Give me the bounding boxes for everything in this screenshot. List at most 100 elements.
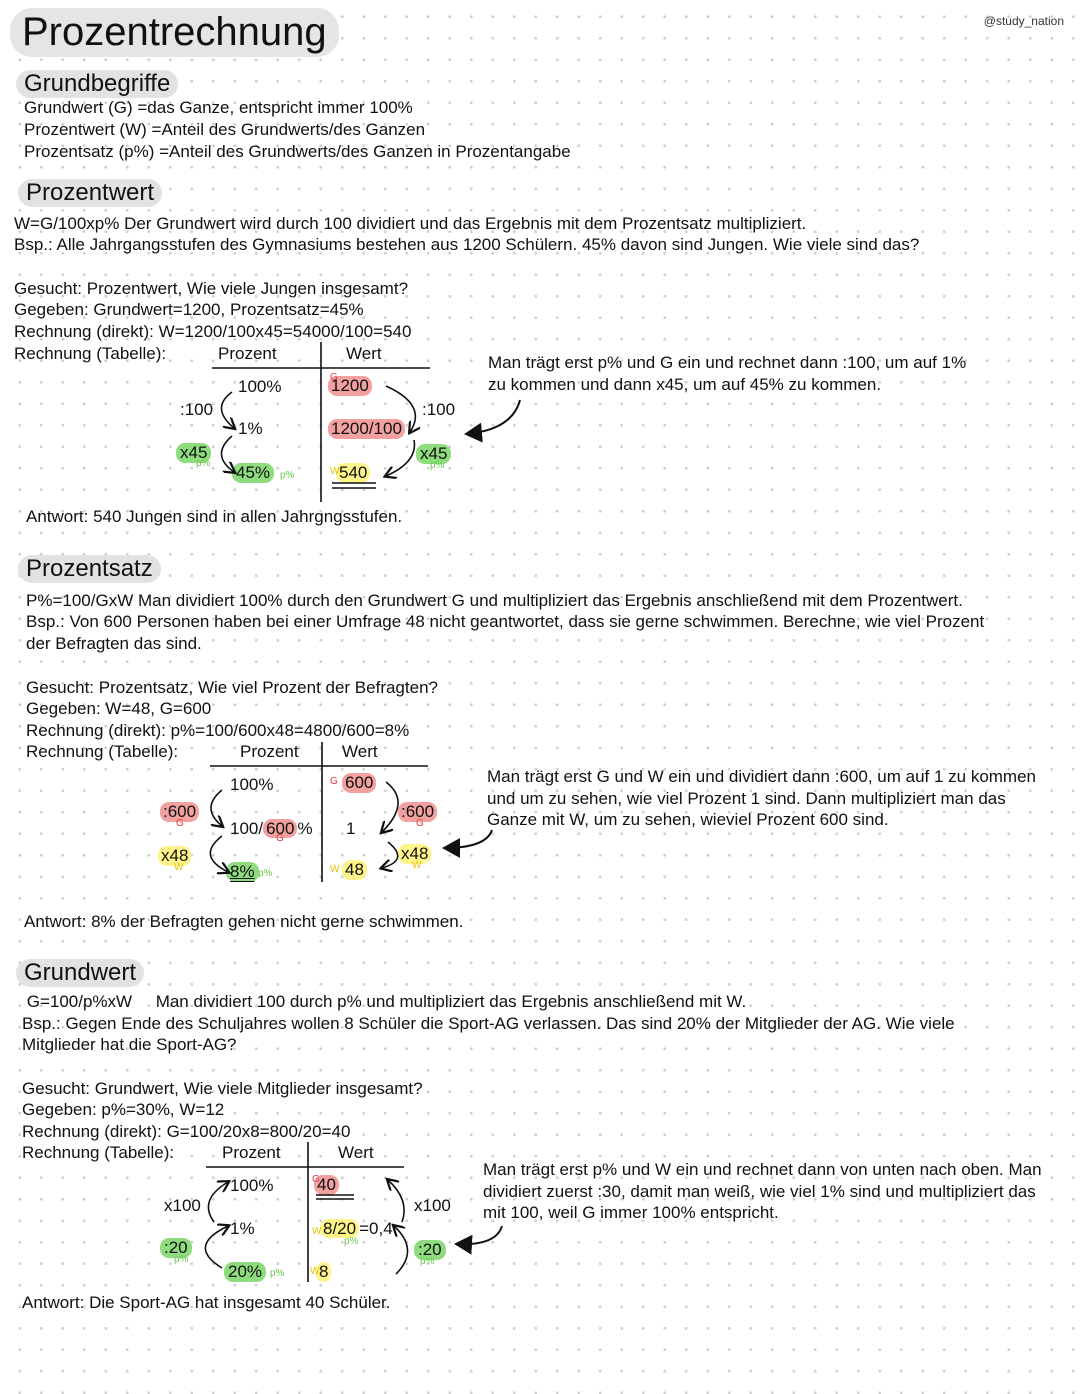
percent-part: % [297,819,313,838]
col-header-prozent: Prozent [218,344,277,363]
table-2-lines [209,742,493,882]
col-header-wert: Wert [346,344,382,363]
table-calc-label: Rechnung (Tabelle): [22,1143,175,1162]
definition-line: Grundwert (G) =das Ganze, entspricht imm… [24,98,413,117]
percent-cell: 100% [238,377,282,396]
p-mark: p% [280,470,295,481]
value-cell: 540 [336,463,371,483]
definition-line: Prozentwert (W) =Anteil des Grundwerts/d… [24,120,426,139]
answer-line: Antwort: Die Sport-AG hat insgesamt 40 S… [22,1293,391,1312]
p-mark: p% [270,1268,285,1279]
gesucht-line: Gesucht: Prozentsatz, Wie viel Prozent d… [26,678,438,697]
col-header-prozent: Prozent [240,742,299,761]
g-mark: G [330,372,338,383]
example-line: Bsp.: Alle Jahrgangsstufen des Gymnasium… [14,235,920,254]
operation-right: :100 [422,400,456,419]
operation-right: x45 [416,444,452,464]
percent-part-g: 600 [263,819,298,838]
operation-left: x100 [164,1196,201,1215]
explanation-note: Man trägt erst p% und W ein und rechnet … [483,1160,1042,1223]
value-cell: 8/20=0,4 [320,1219,393,1239]
gegeben-line: Gegeben: W=48, G=600 [26,699,212,718]
page-title: Prozentrechnung [10,8,339,57]
col-header-prozent: Prozent [222,1143,281,1162]
table-3-lines [204,1142,503,1282]
g-mark: G [312,1174,320,1185]
gegeben-line: Gegeben: Grundwert=1200, Prozentsatz=45% [14,300,364,319]
col-header-wert: Wert [338,1143,374,1162]
p-mark: p% [430,460,445,471]
g-mark: G [416,818,424,829]
formula-line: W=G/100xp% Der Grundwert wird durch 100 … [14,214,807,233]
value-cell: 600 [342,773,377,793]
table-calc-label: Rechnung (Tabelle): [14,344,167,363]
direct-calc-line: Rechnung (direkt): W=1200/100x45=54000/1… [14,322,412,341]
percent-cell: 100% [230,775,274,794]
answer-line: Antwort: 540 Jungen sind in allen Jahrgn… [26,507,403,526]
g-mark: G [276,833,284,844]
operation-left: x48 [158,846,192,866]
gegeben-line: Gegeben: p%=30%, W=12 [22,1100,225,1119]
gesucht-line: Gesucht: Prozentwert, Wie viele Jungen i… [14,279,409,298]
example-line: Mitglieder hat die Sport-AG? [22,1035,237,1054]
definition-line: Prozentsatz (p%) =Anteil des Grundwerts/… [24,142,571,161]
value-cell: 1200/100 [328,419,405,439]
w-mark: W [330,864,340,875]
value-part: 8/20 [320,1219,360,1238]
value-part: =0,4 [359,1219,393,1238]
percent-part: 100/ [230,819,264,838]
value-cell: 40 [314,1175,339,1195]
p-mark: p% [258,868,273,879]
p-mark: p% [196,458,211,469]
percent-cell: 100% [230,1176,274,1195]
explanation-note: Man trägt erst G und W ein und dividiert… [487,767,1037,830]
section-heading-grundwert: Grundwert [16,959,145,987]
operation-right: :600 [398,802,438,822]
direct-calc-line: Rechnung (direkt): G=100/20x8=800/20=40 [22,1122,351,1141]
percent-cell: 8% [226,862,259,882]
percent-cell: 20% [224,1262,267,1282]
formula-line: G=100/p%xW Man dividiert 100 durch p% un… [22,992,747,1011]
author-handle: @study_nation [983,14,1064,28]
gesucht-line: Gesucht: Grundwert, Wie viele Mitglieder… [22,1079,423,1098]
percent-cell: 45% [232,463,275,483]
value-cell: 1 [346,819,356,838]
section-heading-prozentwert: Prozentwert [18,179,163,207]
value-cell: 8 [316,1262,332,1282]
direct-calc-line: Rechnung (direkt): p%=100/600x48=4800/60… [26,721,410,740]
p-mark: p% [174,1254,189,1265]
operation-left: :100 [180,400,214,419]
formula-line: P%=100/GxW Man dividiert 100% durch den … [26,591,963,610]
p-mark: p% [420,1256,435,1267]
g-mark: G [176,818,184,829]
w-mark: W [174,862,184,873]
w-mark: W [412,860,422,871]
operation-right: x48 [398,844,432,864]
operation-left: :600 [160,802,200,822]
operation-left: x45 [176,443,212,463]
explanation-note: Man trägt erst p% und G ein und rechnet … [488,353,967,394]
answer-line: Antwort: 8% der Befragten gehen nicht ge… [24,912,464,931]
w-mark: W [310,1266,320,1277]
percent-cell: 1% [230,1219,255,1238]
w-mark: W [330,466,340,477]
operation-right: x100 [414,1196,451,1215]
section-heading-grundbegriffe: Grundbegriffe [16,70,179,98]
w-mark: W [312,1226,322,1237]
g-mark: G [330,776,338,787]
table-1-lines [212,342,521,502]
example-line: Bsp.: Gegen Ende des Schuljahres wollen … [22,1014,955,1033]
percent-cell: 1% [238,419,263,438]
p-mark: p% [344,1236,359,1247]
example-line: Bsp.: Von 600 Personen haben bei einer U… [26,612,985,631]
value-cell: 48 [342,860,367,880]
value-cell: 1200 [328,376,372,396]
section-heading-prozentsatz: Prozentsatz [18,555,161,583]
example-line: der Befragten das sind. [26,634,202,653]
table-calc-label: Rechnung (Tabelle): [26,742,179,761]
operation-right: :20 [414,1240,446,1260]
col-header-wert: Wert [342,742,378,761]
percent-cell: 100/600% [230,819,313,839]
operation-left: :20 [160,1238,192,1258]
